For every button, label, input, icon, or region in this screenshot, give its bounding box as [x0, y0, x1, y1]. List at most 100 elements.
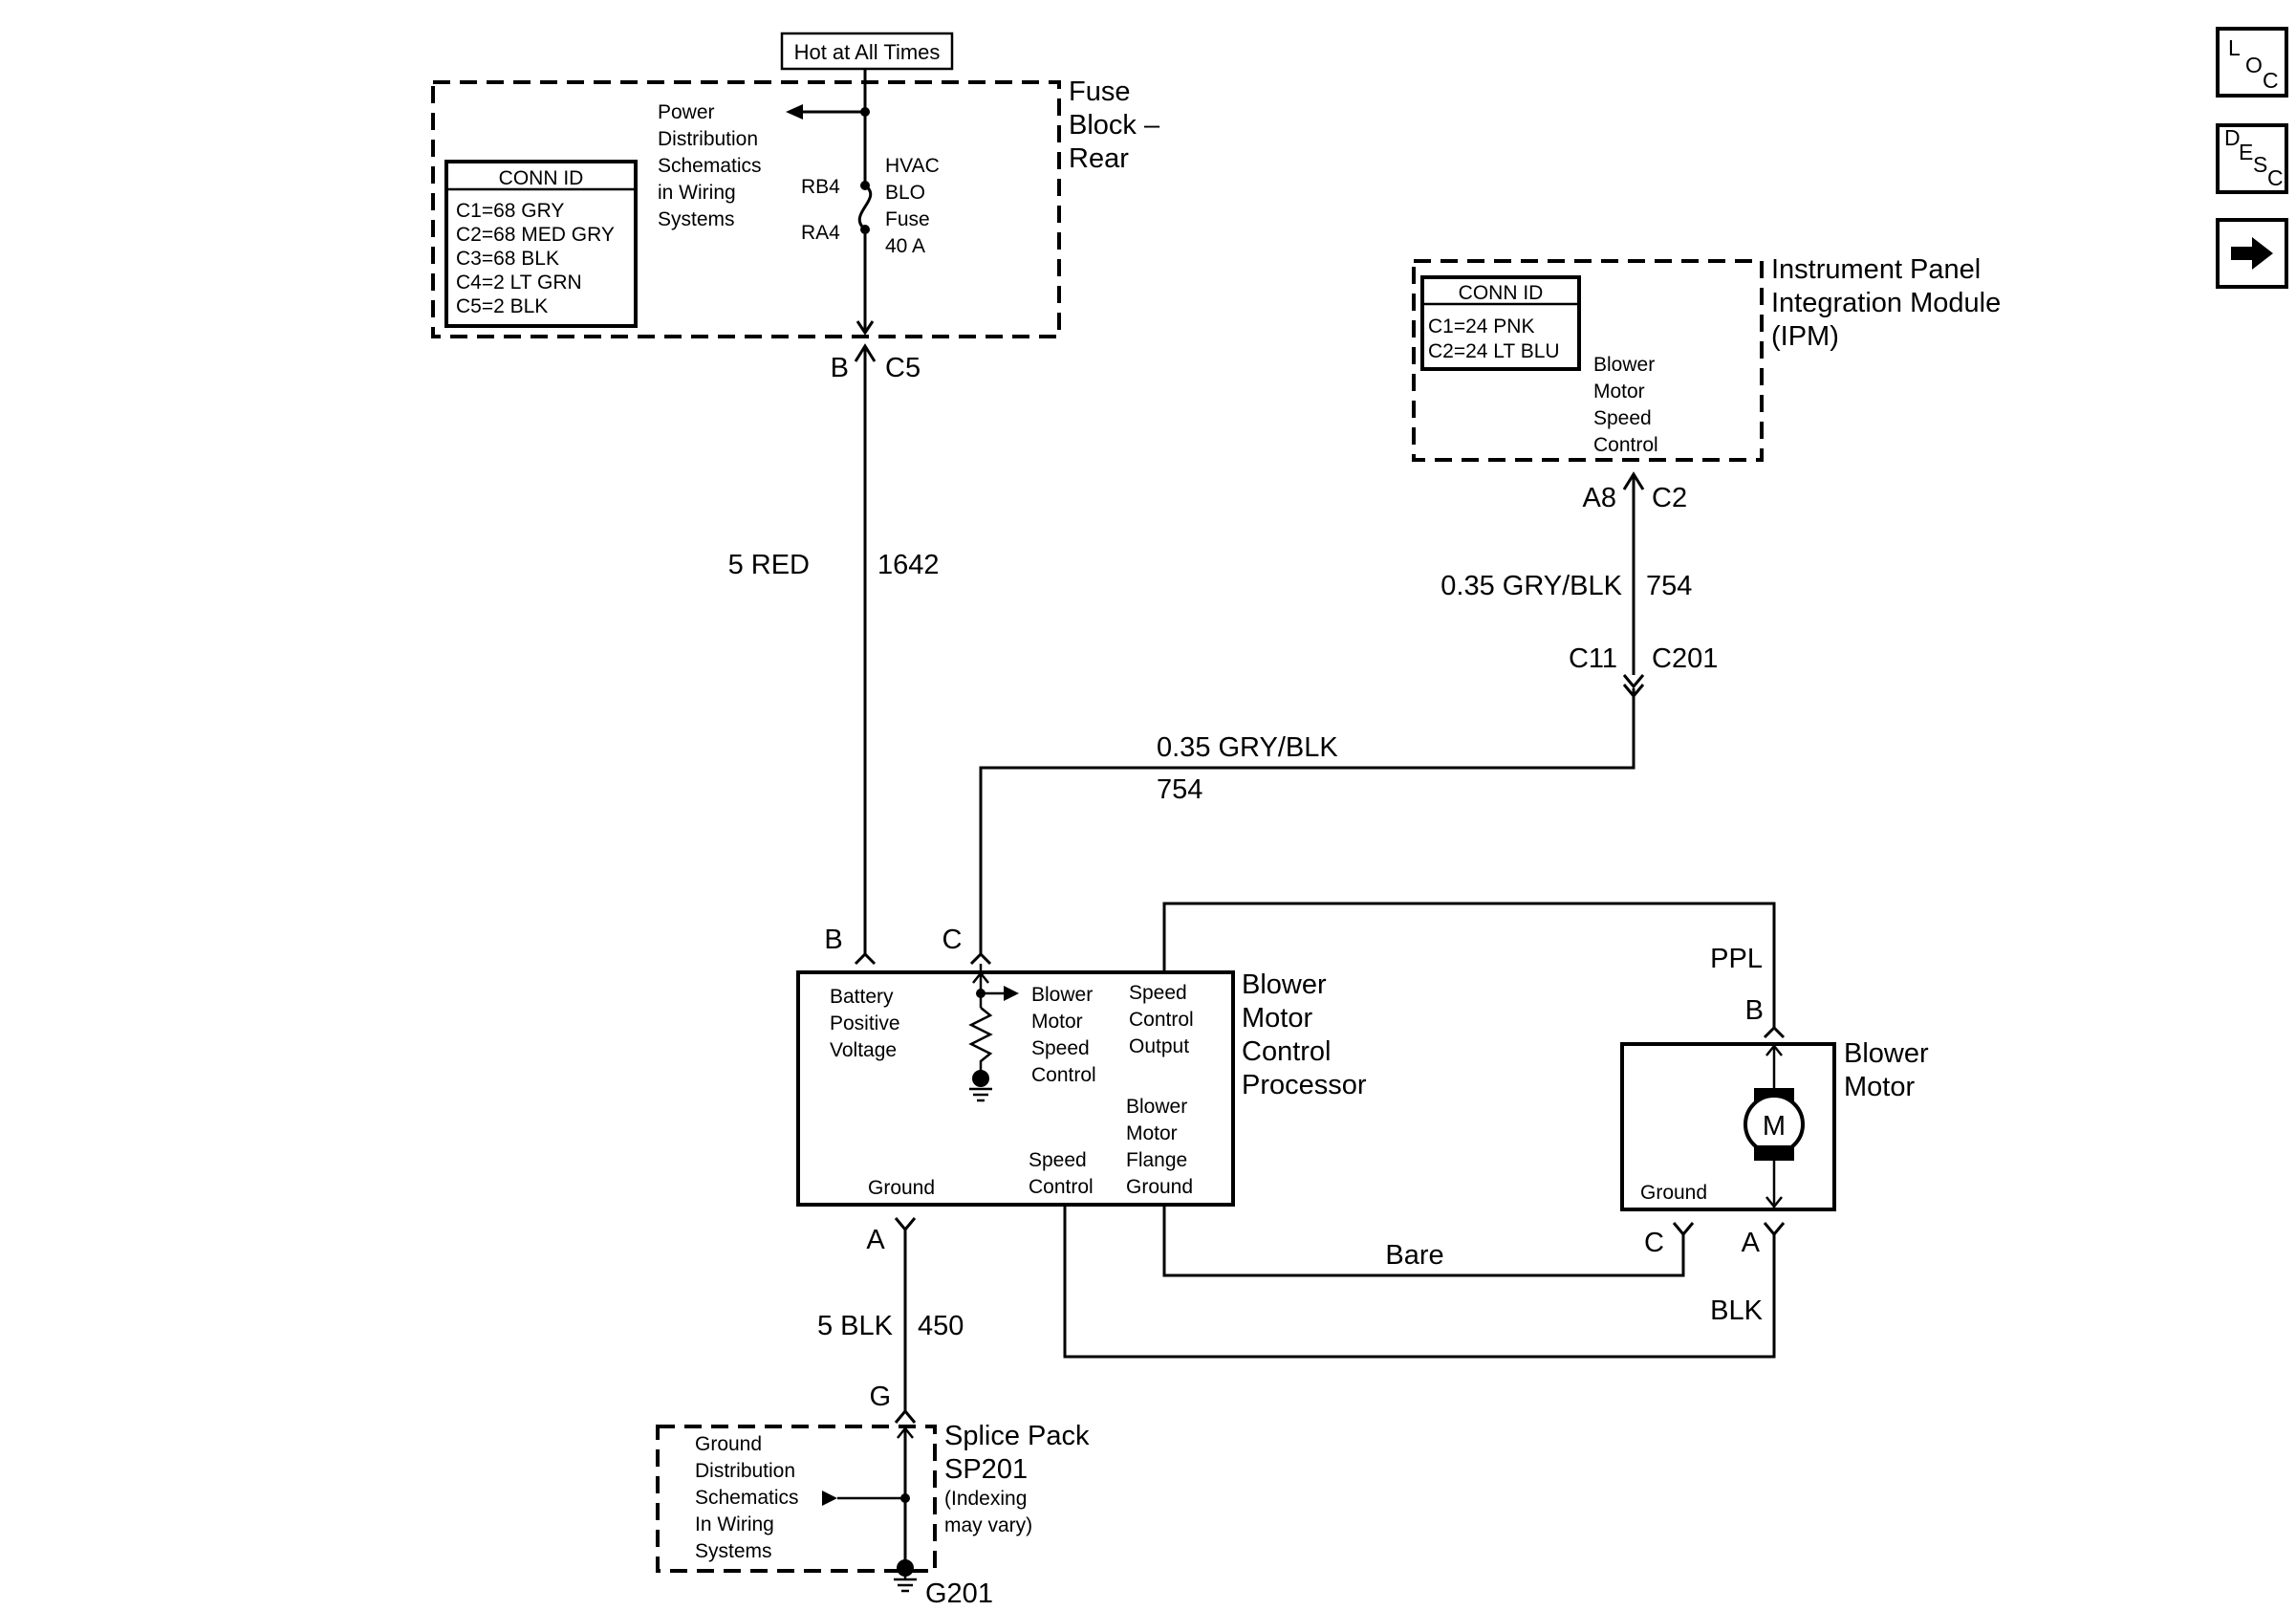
wire-5-red-1642: 5 RED 1642 [728, 348, 940, 954]
svg-text:Control: Control [1129, 1009, 1194, 1031]
svg-text:Distribution: Distribution [658, 128, 758, 150]
svg-text:C4=2 LT GRN: C4=2 LT GRN [456, 272, 582, 294]
svg-text:B: B [1745, 995, 1764, 1026]
svg-text:C11: C11 [1569, 643, 1617, 674]
right-arrow-icon [2231, 237, 2273, 270]
desc-button[interactable]: D E S C [2216, 123, 2288, 194]
hvac-blo-fuse: RB4 RA4 HVAC BLO Fuse 40 A [801, 69, 940, 336]
svg-text:Ground: Ground [868, 1177, 935, 1199]
svg-text:Motor: Motor [1031, 1011, 1083, 1033]
svg-text:Processor: Processor [1242, 1070, 1367, 1100]
power-distribution-reference: Power Distribution Schematics in Wiring … [658, 101, 870, 230]
wire-ppl: PPL [1162, 902, 1786, 1039]
svg-text:Battery: Battery [830, 986, 894, 1008]
internal-resistor-symbol [968, 964, 1019, 1102]
svg-text:Ground: Ground [1640, 1182, 1707, 1204]
arrow-left-icon [786, 104, 803, 120]
svg-text:C5: C5 [885, 353, 921, 383]
ground-symbol-icon [894, 1568, 917, 1593]
processor-pin-b: B [824, 925, 877, 966]
svg-text:Blower: Blower [1031, 984, 1093, 1006]
svg-text:Motor: Motor [1844, 1072, 1915, 1102]
svg-text:Control: Control [1029, 1176, 1094, 1198]
svg-text:Fuse: Fuse [1069, 76, 1130, 107]
svg-text:BLK: BLK [1710, 1295, 1763, 1326]
svg-text:Ground: Ground [1126, 1176, 1193, 1198]
connector-c5-b: B C5 [831, 343, 921, 383]
svg-text:A: A [1742, 1228, 1761, 1258]
svg-text:Integration Module: Integration Module [1771, 288, 2001, 318]
svg-text:Voltage: Voltage [830, 1039, 897, 1061]
svg-text:Blower: Blower [1593, 354, 1655, 376]
svg-text:Speed: Speed [1593, 407, 1652, 429]
loc-button[interactable]: L O C [2216, 27, 2288, 98]
motor-symbol: M [1744, 1043, 1805, 1209]
svg-text:Output: Output [1129, 1035, 1189, 1057]
connector-c2-a8: A8 C2 [1583, 471, 1687, 513]
svg-text:C2: C2 [1652, 483, 1687, 513]
svg-text:A: A [866, 1225, 885, 1255]
svg-text:C2=24 LT BLU: C2=24 LT BLU [1428, 340, 1560, 362]
processor-pin-a: A [866, 1217, 917, 1255]
wire-blk: BLK [1063, 1205, 1776, 1359]
svg-text:Bare: Bare [1385, 1240, 1443, 1271]
svg-text:Fuse: Fuse [885, 208, 930, 230]
svg-text:In Wiring: In Wiring [695, 1513, 774, 1535]
svg-text:Block –: Block – [1069, 110, 1160, 141]
svg-text:Power: Power [658, 101, 715, 123]
svg-text:754: 754 [1646, 571, 1692, 601]
wire-bare: Bare [1162, 1205, 1685, 1277]
svg-text:(Indexing: (Indexing [944, 1488, 1027, 1510]
svg-text:0.35 GRY/BLK: 0.35 GRY/BLK [1440, 571, 1622, 601]
svg-text:Systems: Systems [695, 1540, 772, 1562]
svg-text:754: 754 [1157, 774, 1202, 805]
svg-text:Blower: Blower [1844, 1038, 1929, 1069]
svg-text:Control: Control [1242, 1036, 1332, 1067]
svg-text:40 A: 40 A [885, 235, 925, 257]
svg-text:1642: 1642 [877, 550, 940, 580]
svg-text:L: L [2228, 35, 2241, 60]
svg-text:C: C [942, 925, 963, 955]
svg-text:Motor: Motor [1593, 381, 1645, 403]
svg-text:BLO: BLO [885, 182, 925, 204]
svg-text:B: B [831, 353, 849, 383]
blower-motor: Blower Motor B M Ground C A [1620, 995, 1929, 1258]
svg-text:G201: G201 [925, 1578, 993, 1609]
svg-text:Hot at All Times: Hot at All Times [794, 40, 941, 64]
svg-text:D: D [2224, 125, 2241, 150]
svg-text:Speed: Speed [1129, 982, 1187, 1004]
svg-text:G: G [869, 1382, 891, 1412]
svg-text:Splice Pack: Splice Pack [944, 1421, 1090, 1451]
svg-text:E: E [2239, 140, 2253, 164]
wire-gry-blk-754-ipm: 0.35 GRY/BLK 754 C11 C201 0.35 GRY/BLK 7… [979, 476, 1718, 954]
ipm-conn-id-table: CONN ID C1=24 PNK C2=24 LT BLU [1420, 275, 1581, 371]
splice-pack-sp201: Splice Pack SP201 (Indexing may vary) Gr… [656, 1421, 1090, 1609]
svg-text:Motor: Motor [1126, 1122, 1178, 1144]
svg-text:Control: Control [1593, 434, 1658, 456]
inline-connector-c201: C11 C201 [1569, 643, 1718, 699]
svg-text:Blower: Blower [1242, 969, 1327, 1000]
svg-text:RA4: RA4 [801, 222, 840, 244]
svg-text:Ground: Ground [695, 1433, 762, 1455]
svg-text:Schematics: Schematics [695, 1487, 799, 1509]
svg-text:Flange: Flange [1126, 1149, 1187, 1171]
next-button[interactable] [2216, 218, 2288, 289]
svg-text:Rear: Rear [1069, 143, 1129, 174]
svg-text:CONN ID: CONN ID [1459, 282, 1544, 304]
svg-text:Control: Control [1031, 1064, 1096, 1086]
svg-text:Instrument Panel: Instrument Panel [1771, 254, 1981, 285]
svg-text:SP201: SP201 [944, 1454, 1028, 1485]
svg-text:450: 450 [918, 1311, 964, 1341]
svg-text:C5=2 BLK: C5=2 BLK [456, 295, 548, 317]
svg-text:may vary): may vary) [944, 1514, 1032, 1536]
svg-text:in Wiring: in Wiring [658, 182, 736, 204]
svg-text:B: B [824, 925, 842, 955]
hot-at-all-times-label: Hot at All Times [780, 32, 954, 71]
blower-motor-pin-a: A [1742, 1222, 1786, 1258]
svg-text:C: C [2263, 68, 2279, 93]
svg-text:Motor: Motor [1242, 1003, 1312, 1034]
svg-text:C2=68 MED GRY: C2=68 MED GRY [456, 224, 615, 246]
instrument-panel-integration-module: Instrument Panel Integration Module (IPM… [1412, 254, 2001, 513]
svg-text:C: C [1644, 1228, 1664, 1258]
svg-text:C3=68 BLK: C3=68 BLK [456, 248, 559, 270]
